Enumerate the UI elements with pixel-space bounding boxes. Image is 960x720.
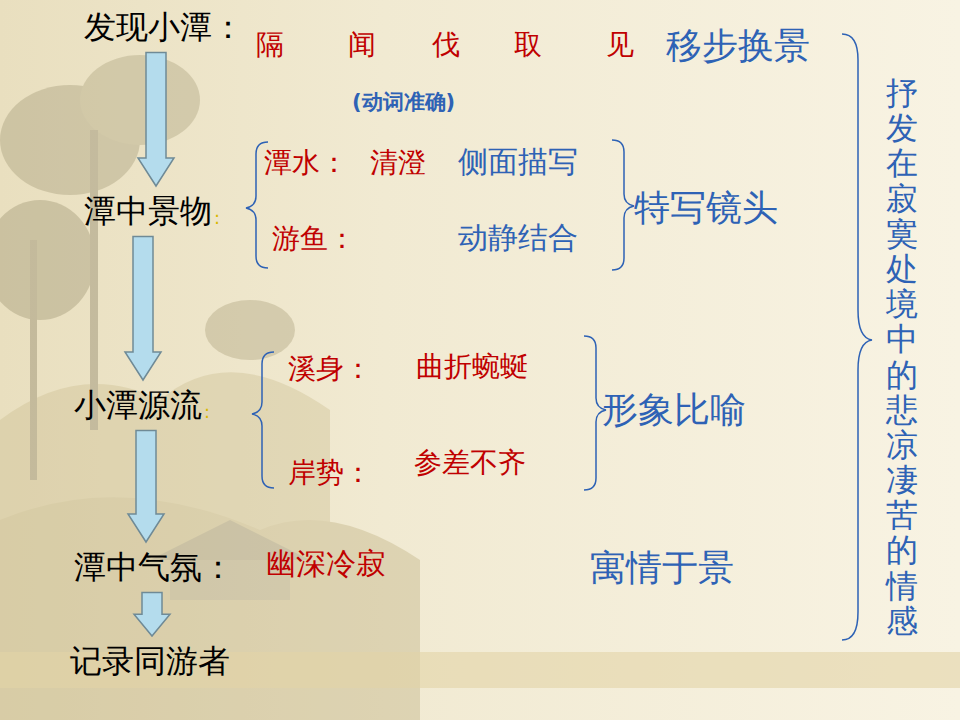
- annotation-text: 取: [514, 28, 542, 62]
- flow-step: 小潭源流: [70, 384, 206, 426]
- step-text: 发现小潭：: [84, 8, 244, 46]
- block-arrow: [125, 236, 161, 380]
- flow-step: 记录同游者: [66, 640, 234, 682]
- annotation-text: 移步换景: [666, 24, 810, 67]
- flow-step: 潭中气氛：: [70, 546, 238, 588]
- annotation-text: 侧面描写: [458, 144, 578, 180]
- annotation-text: 形象比喻: [602, 388, 746, 431]
- annotation-text: 动静结合: [458, 220, 578, 256]
- block-arrow: [128, 430, 164, 542]
- colon-mark: :: [214, 207, 220, 229]
- annotation-text: 闻: [348, 28, 376, 62]
- step-text: 潭中气氛：: [74, 548, 234, 586]
- annotation-text: 潭水：: [264, 146, 348, 180]
- colon-mark: :: [204, 401, 210, 423]
- flow-step: 发现小潭：: [80, 6, 248, 48]
- right-brace: [612, 140, 634, 270]
- annotation-text: 清澄: [370, 146, 426, 180]
- annotation-text: 游鱼：: [272, 222, 356, 256]
- annotation-text: 特写镜头: [634, 186, 778, 229]
- step-text: 小潭源流: [74, 386, 202, 424]
- summary-column: 抒发在寂寞处境中的悲凉凄苦的情感: [886, 76, 918, 639]
- flow-step: 潭中景物: [80, 190, 216, 232]
- annotation-text: 曲折蜿蜒: [416, 350, 528, 384]
- step-text: 潭中景物: [84, 192, 212, 230]
- block-arrow: [134, 592, 170, 636]
- annotation-text: 见: [606, 28, 634, 62]
- big-brace: [842, 34, 872, 640]
- annotation-text: 岸势：: [288, 456, 372, 490]
- step-text: 记录同游者: [70, 642, 230, 680]
- block-arrow: [138, 52, 174, 186]
- left-brace: [252, 352, 274, 488]
- annotation-text: 参差不齐: [414, 446, 526, 480]
- annotation-text: 寓情于景: [590, 546, 734, 589]
- annotation-text: 隔: [256, 28, 284, 62]
- annotation-text: 溪身：: [288, 352, 372, 386]
- annotation-text: 伐: [432, 28, 460, 62]
- annotation-text: 幽深冷寂: [266, 546, 386, 582]
- annotation-text: (动词准确): [352, 90, 455, 115]
